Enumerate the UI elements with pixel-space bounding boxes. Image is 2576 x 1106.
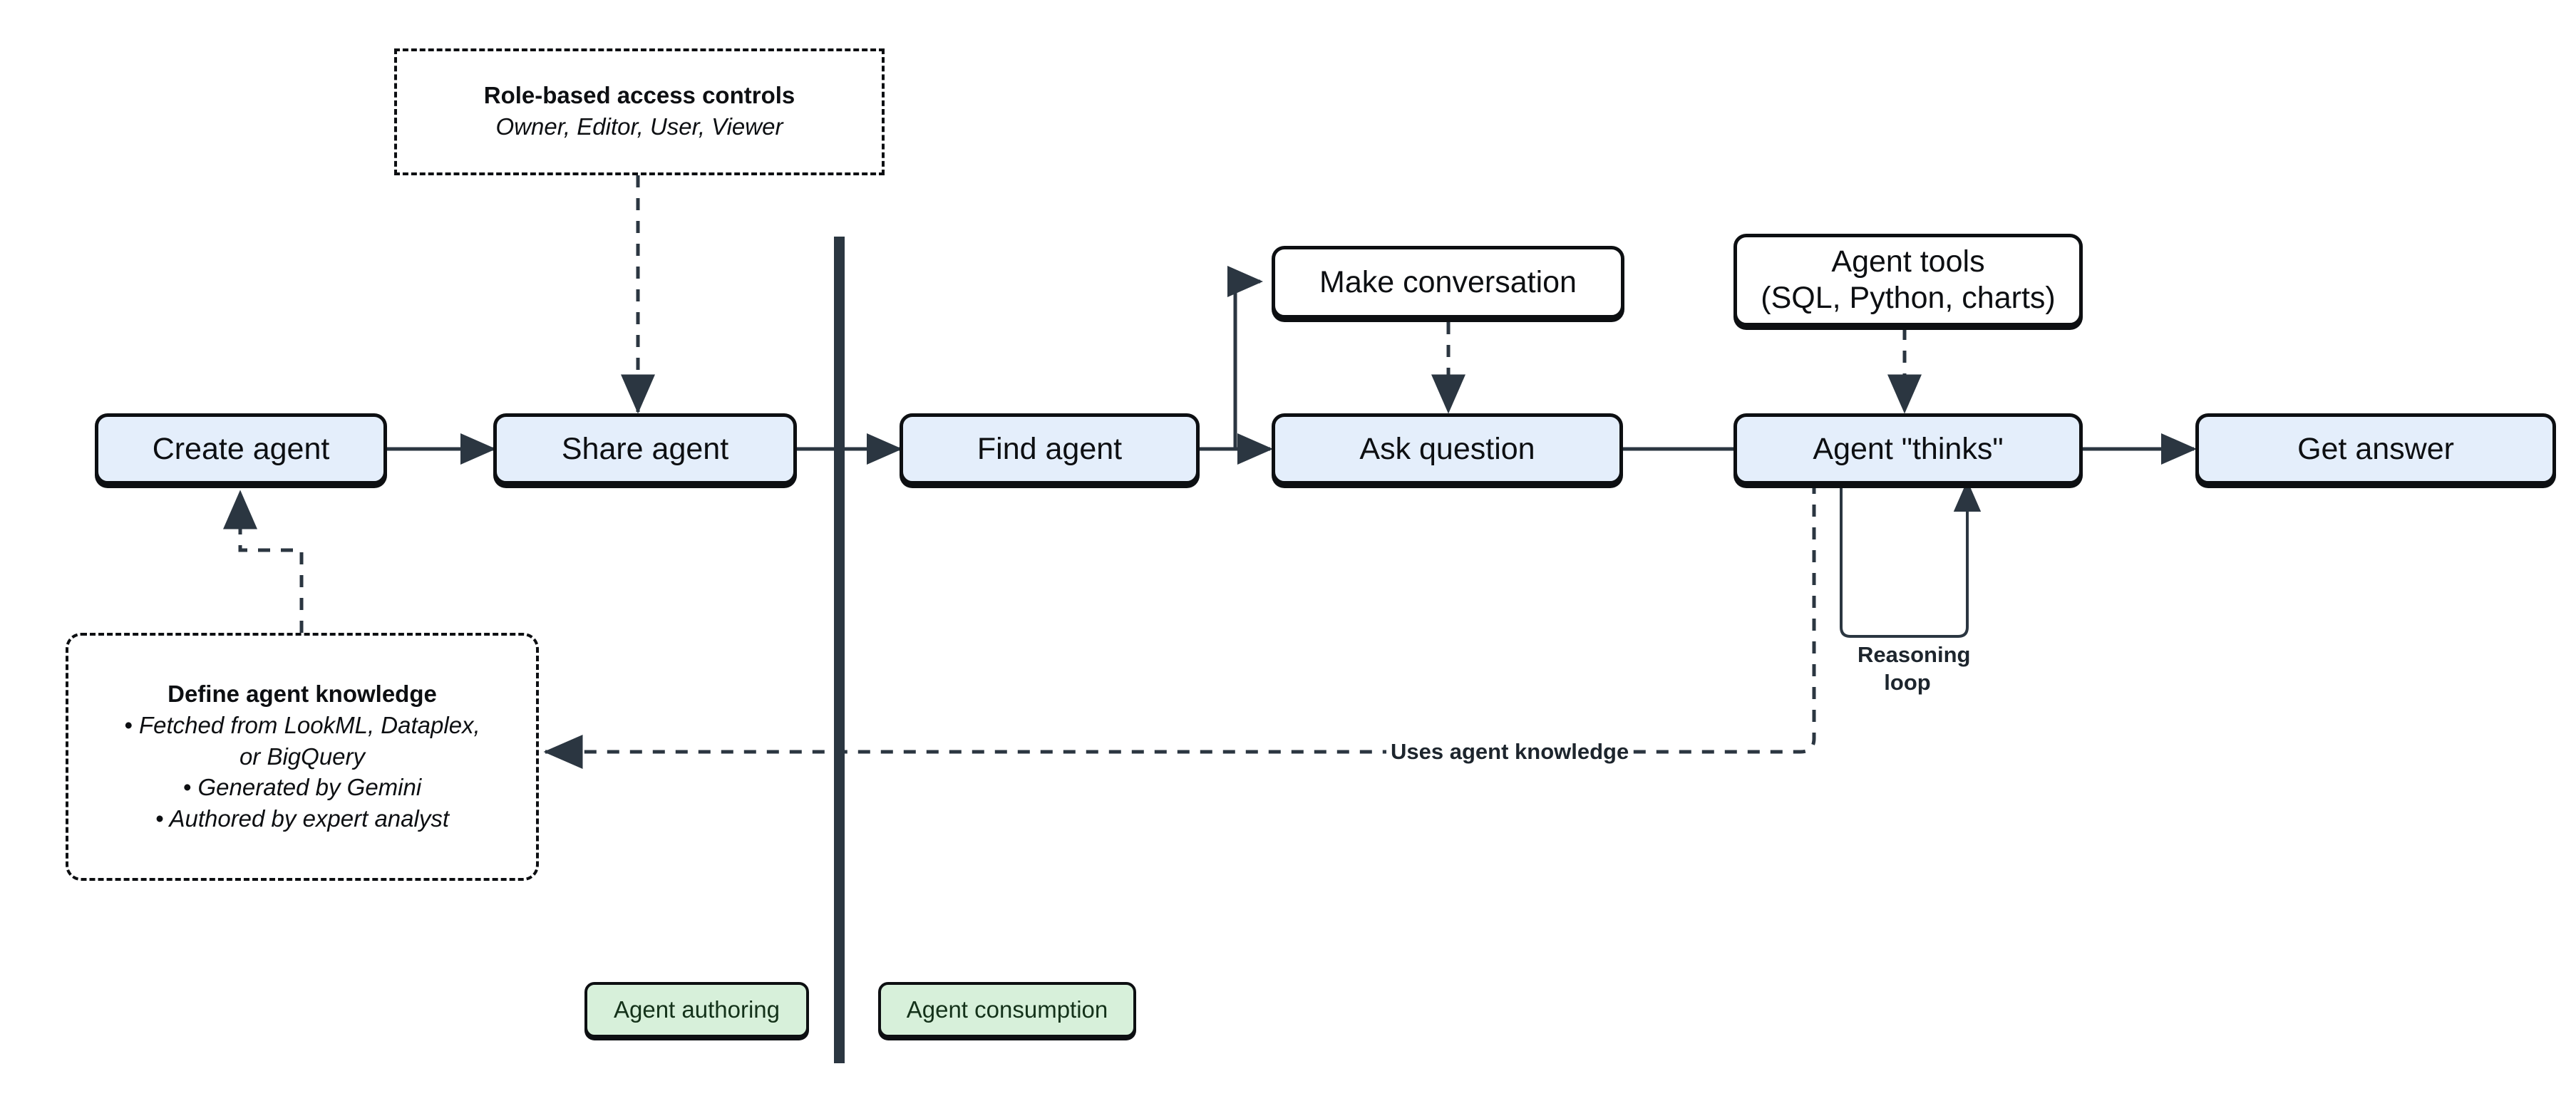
node-ask-question[interactable]: Ask question (1272, 413, 1623, 485)
legend-agent-authoring[interactable]: Agent authoring (584, 982, 809, 1038)
legend-agent-consumption[interactable]: Agent consumption (878, 982, 1136, 1038)
reasoning-loop-line-1: Reasoning (1858, 642, 1971, 667)
uses-agent-knowledge-label: Uses agent knowledge (1386, 738, 1634, 766)
node-get-answer[interactable]: Get answer (2195, 413, 2556, 485)
edge-uses-agent-knowledge (543, 482, 1816, 769)
node-share-agent[interactable]: Share agent (493, 413, 797, 485)
rbac-subtitle: Owner, Editor, User, Viewer (495, 113, 783, 140)
agent-tools-line-2: (SQL, Python, charts) (1761, 281, 2056, 315)
knowledge-bullet-0: • Fetched from LookML, Dataplex, (124, 712, 480, 739)
agent-tools-line-1: Agent tools (1831, 244, 1985, 279)
authoring-consumption-divider (834, 237, 845, 1063)
node-find-agent[interactable]: Find agent (900, 413, 1200, 485)
knowledge-annotation: Define agent knowledge • Fetched from Lo… (66, 633, 539, 881)
node-create-agent[interactable]: Create agent (95, 413, 387, 485)
knowledge-bullet-2: • Authored by expert analyst (155, 805, 450, 832)
knowledge-bullet-0-cont: or BigQuery (239, 743, 366, 770)
node-agent-tools[interactable]: Agent tools (SQL, Python, charts) (1733, 234, 2083, 326)
node-agent-thinks[interactable]: Agent "thinks" (1733, 413, 2083, 485)
edge-knowledge-to-create (223, 490, 304, 633)
edge-branch-to-conversation (1227, 266, 1264, 449)
edge-reasoning-loop (1840, 480, 1982, 638)
knowledge-bullet-1: • Generated by Gemini (182, 774, 422, 801)
knowledge-title: Define agent knowledge (168, 681, 437, 708)
node-make-conversation[interactable]: Make conversation (1272, 246, 1624, 319)
rbac-annotation: Role-based access controls Owner, Editor… (394, 48, 885, 175)
reasoning-loop-line-2: loop (1884, 669, 1931, 695)
reasoning-loop-label: Reasoning loop (1853, 641, 1971, 697)
rbac-title: Role-based access controls (483, 82, 795, 109)
